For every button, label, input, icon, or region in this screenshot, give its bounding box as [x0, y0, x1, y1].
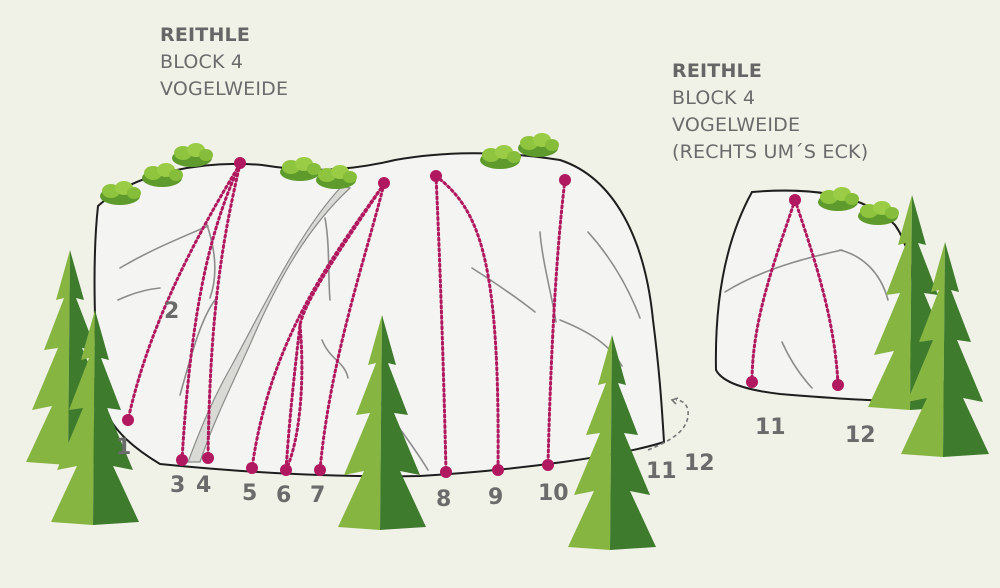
right-label-block: BLOCK 4 [672, 87, 756, 109]
route-number-6: 6 [276, 483, 291, 508]
route-number-5: 5 [242, 481, 257, 506]
right-label-title: REITHLE [672, 60, 763, 82]
left-label-block: BLOCK 4 [160, 51, 244, 73]
left-label-title: REITHLE [160, 24, 251, 46]
right-block-label: REITHLE BLOCK 4 VOGELWEIDE (RECHTS UM´S … [672, 58, 868, 166]
route-numbers: 1 2 3 4 5 6 7 8 9 10 11 12 11 12 [116, 299, 876, 512]
route-lines-right [750, 198, 840, 387]
around-corner-arrow [647, 399, 689, 451]
route-number-10: 10 [538, 481, 569, 506]
arrow-head-icon [670, 397, 679, 405]
route-number-2: 2 [164, 299, 179, 324]
right-route-number-11: 11 [755, 415, 786, 440]
route-number-12: 12 [684, 451, 715, 476]
route-lines [126, 162, 567, 474]
left-label-sector: VOGELWEIDE [160, 78, 289, 100]
rock-cracks-right [724, 249, 889, 389]
route-number-8: 8 [436, 487, 451, 512]
route-number-4: 4 [196, 473, 211, 498]
route-dots [122, 157, 844, 478]
chimney-shade [187, 185, 352, 463]
route-number-3: 3 [170, 473, 185, 498]
right-route-number-12: 12 [845, 423, 876, 448]
right-label-note: (RECHTS UM´S ECK) [672, 141, 869, 163]
right-label-sector: VOGELWEIDE [672, 114, 801, 136]
route-number-7: 7 [310, 483, 325, 508]
route-number-11: 11 [646, 459, 677, 484]
left-block-label: REITHLE BLOCK 4 VOGELWEIDE [160, 22, 288, 103]
route-number-1: 1 [116, 435, 131, 460]
route-number-9: 9 [488, 485, 503, 510]
